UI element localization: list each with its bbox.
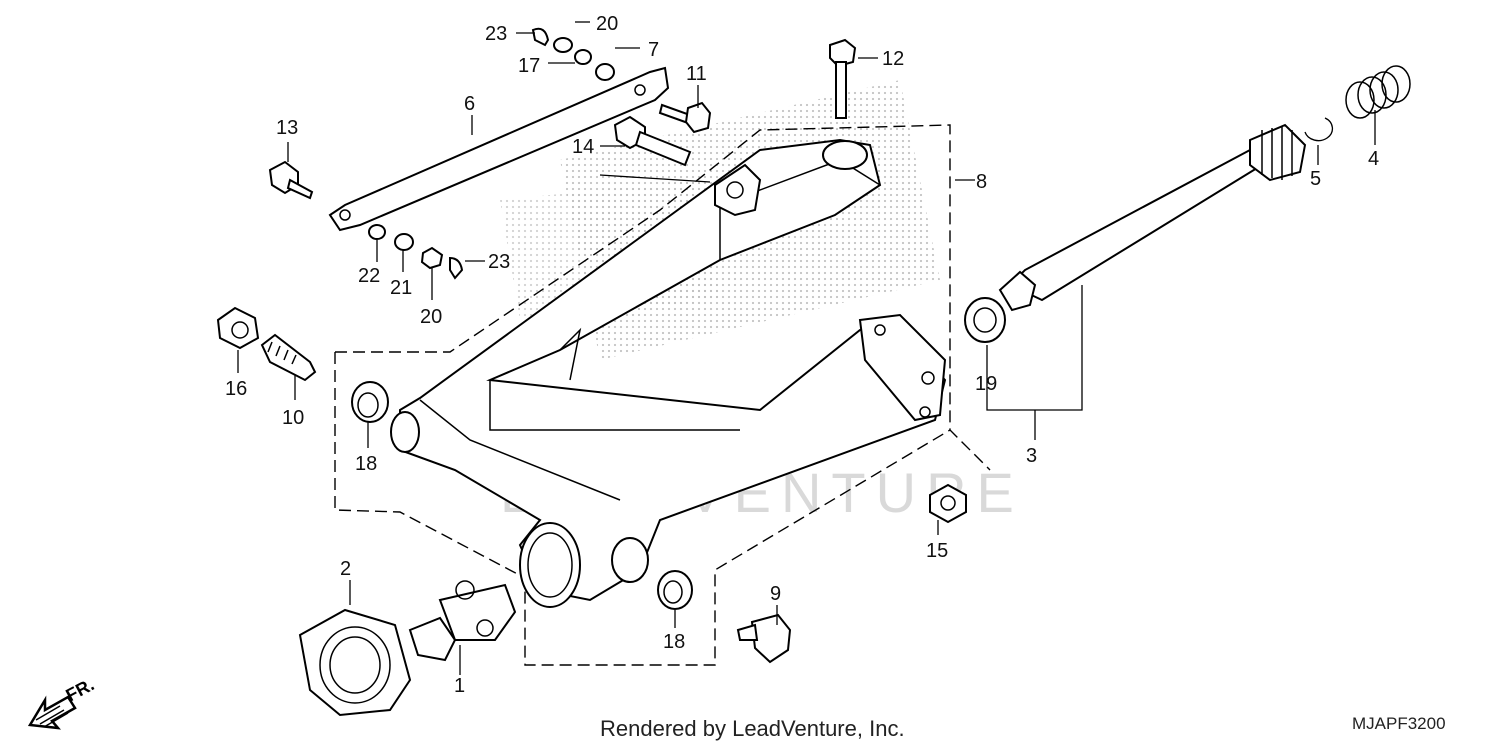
diagram-code: MJAPF3200 [1352,714,1446,733]
hardware-top[interactable] [531,27,615,81]
callout-20-bottom: 20 [420,306,442,328]
callout-23-bottom: 23 [488,251,510,273]
callout-6: 6 [464,93,475,115]
hardware-bottom[interactable] [368,224,464,280]
swingarm[interactable] [390,138,947,608]
bearing-18-right[interactable] [657,570,693,610]
drive-shaft-3[interactable] [998,123,1307,312]
front-direction-arrow-icon: FR. [27,674,97,730]
spring-4[interactable] [1345,65,1411,119]
callout-labels: 23 20 17 7 6 13 11 12 14 8 5 4 22 21 23 … [225,13,1379,697]
callout-18-right: 18 [663,631,685,653]
bearing-18-left[interactable] [351,381,389,423]
bolt-12[interactable] [829,38,857,119]
callout-9: 9 [770,583,781,605]
callout-23-top: 23 [485,23,507,45]
bolt-11[interactable] [658,101,712,134]
callout-8: 8 [976,171,987,193]
nut-15[interactable] [929,483,967,524]
callout-3: 3 [1026,445,1037,467]
boot-2[interactable] [298,608,412,717]
leader-lines [237,21,1376,675]
callout-18-left: 18 [355,453,377,475]
plug-9[interactable] [736,613,792,664]
pivot-bolt-10[interactable] [260,333,317,382]
render-credit: Rendered by LeadVenture, Inc. [600,716,905,741]
bolt-14[interactable] [613,115,692,167]
callout-5: 5 [1310,168,1321,190]
callout-7: 7 [648,39,659,61]
callout-14: 14 [572,136,594,158]
oil-seal-19[interactable] [964,297,1006,343]
callout-11: 11 [686,63,707,85]
callout-15: 15 [926,540,948,562]
callout-10: 10 [282,407,304,429]
swingarm-assembly-outline [334,124,991,666]
callout-12: 12 [882,48,904,70]
adjuster-nut-16[interactable] [216,306,260,350]
callout-1: 1 [454,675,465,697]
circlip-5[interactable] [1304,117,1334,142]
torque-link[interactable] [328,66,670,232]
callout-19: 19 [975,373,997,395]
bolt-13[interactable] [268,160,314,200]
callout-21: 21 [390,277,412,299]
universal-joint-1[interactable] [408,580,517,662]
callout-16: 16 [225,378,247,400]
front-label: FR. [62,674,97,705]
callout-20-top: 20 [596,13,618,35]
callout-2: 2 [340,558,351,580]
callout-22: 22 [358,265,380,287]
callout-17: 17 [518,55,540,77]
callout-13: 13 [276,117,298,139]
callout-4: 4 [1368,148,1379,170]
